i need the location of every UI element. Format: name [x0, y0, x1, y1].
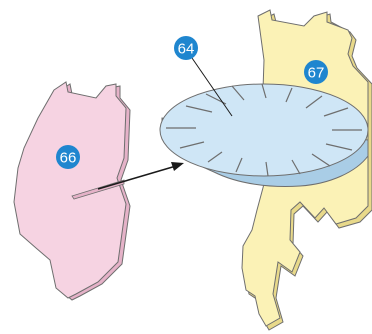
badge-64: 64 [174, 36, 198, 60]
leader-line-64 [191, 57, 233, 117]
part-66-face [13, 81, 127, 299]
badge-67: 67 [304, 60, 328, 84]
badge-64-circle [174, 36, 198, 60]
assembly-arrow [97, 162, 184, 190]
badge-67-circle [304, 60, 328, 84]
part-64-face [159, 83, 369, 177]
badge-66: 66 [56, 145, 80, 169]
badge-66-label: 66 [60, 150, 77, 167]
part-66-pink-panel [13, 81, 131, 301]
part-64-round-disc [159, 83, 369, 187]
badge-64-label: 64 [178, 41, 195, 58]
badge-66-circle [56, 145, 80, 169]
part-64-slots [166, 83, 362, 177]
badge-67-label: 67 [308, 65, 325, 82]
